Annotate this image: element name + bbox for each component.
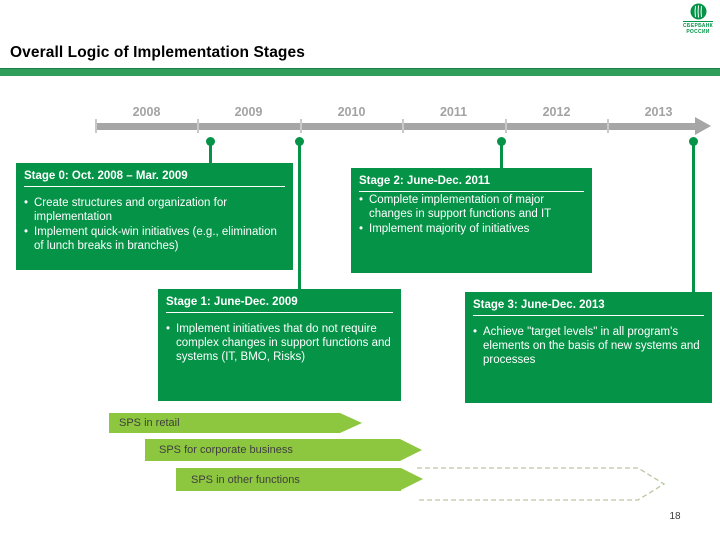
- sps-corporate-label: SPS for corporate business: [159, 444, 293, 456]
- sps-retail-label: SPS in retail: [119, 417, 180, 429]
- stage-2-bullet-2: Implement majority of initiatives: [369, 223, 530, 236]
- connector-line-stage-0: [209, 141, 212, 164]
- stage-2-title: Stage 2: June-Dec. 2011: [359, 174, 584, 193]
- stage-2-bullet-1: Complete implementation of major changes…: [369, 194, 552, 221]
- timeline-year-2008: 2008: [132, 105, 161, 119]
- sberbank-logo: СБЕРБАНК РОССИИ: [678, 3, 718, 35]
- timeline-year-2011: 2011: [439, 105, 468, 119]
- timeline-year-2010: 2010: [337, 105, 366, 119]
- timeline-arrowhead-icon: [695, 117, 711, 135]
- stage-1-title: Stage 1: June-Dec. 2009: [166, 295, 393, 314]
- timeline-tick: [300, 119, 302, 133]
- stage-2-box: Stage 2: June-Dec. 2011 Complete impleme…: [351, 168, 592, 273]
- stage-3-bullet-1: Achieve "target levels" in all program's…: [483, 326, 700, 367]
- sps-other-functions-arrow: SPS in other functions: [176, 468, 423, 491]
- connector-line-stage-3: [692, 141, 695, 293]
- timeline-year-2013: 2013: [644, 105, 673, 119]
- stage-0-bullet-1: Create structures and organization for i…: [34, 197, 228, 224]
- page-number: 18: [669, 511, 681, 522]
- logo-org-name-line2: РОССИИ: [686, 29, 710, 35]
- timeline-year-2012: 2012: [542, 105, 571, 119]
- timeline-year-2009: 2009: [234, 105, 263, 119]
- timeline-tick: [607, 119, 609, 133]
- timeline-bar: [95, 123, 695, 130]
- title-underline-bar: [0, 68, 720, 76]
- stage-0-bullet-2: Implement quick-win initiatives (e.g., e…: [34, 226, 277, 253]
- sberbank-emblem-icon: [678, 3, 718, 20]
- stage-3-title: Stage 3: June-Dec. 2013: [473, 298, 704, 317]
- connector-line-stage-1: [298, 141, 301, 290]
- stage-1-bullet-1: Implement initiatives that do not requir…: [176, 323, 391, 364]
- sps-other-functions-label: SPS in other functions: [191, 473, 300, 486]
- timeline-tick: [95, 119, 97, 133]
- page-title: Overall Logic of Implementation Stages: [10, 44, 305, 61]
- stage-0-box: Stage 0: Oct. 2008 – Mar. 2009 Create st…: [16, 163, 293, 270]
- logo-divider: [683, 21, 713, 22]
- connector-line-stage-2: [500, 141, 503, 169]
- timeline-tick: [505, 119, 507, 133]
- stage-3-box: Stage 3: June-Dec. 2013 Achieve "target …: [465, 292, 712, 403]
- timeline-tick: [402, 119, 404, 133]
- sps-corporate-arrow: SPS for corporate business: [145, 439, 422, 461]
- timeline-tick: [197, 119, 199, 133]
- dashed-future-arrow: [417, 467, 666, 501]
- stage-1-box: Stage 1: June-Dec. 2009 Implement initia…: [158, 289, 401, 401]
- stage-0-title: Stage 0: Oct. 2008 – Mar. 2009: [24, 169, 285, 188]
- sps-retail-arrow: SPS in retail: [109, 413, 362, 433]
- logo-org-name-line1: СБЕРБАНК: [683, 23, 713, 29]
